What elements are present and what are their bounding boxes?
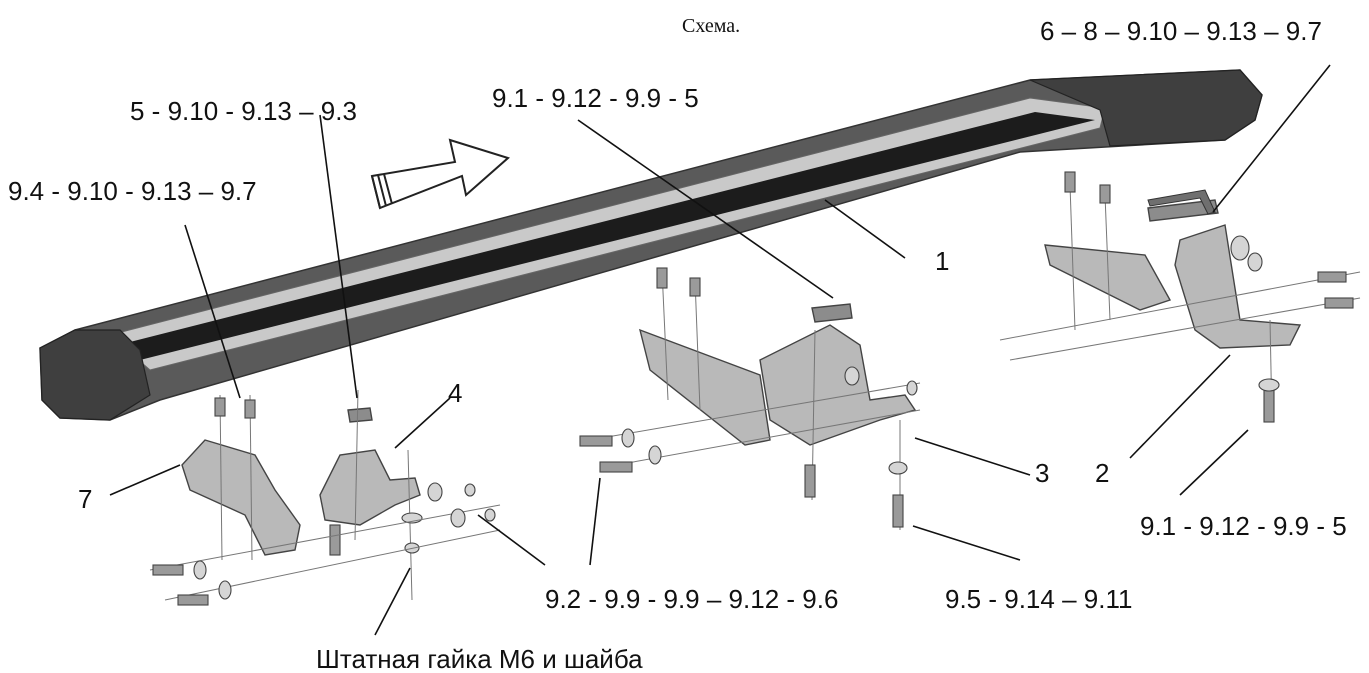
bracket-4 [319, 389, 423, 601]
diagram-title: Схема. [682, 15, 740, 37]
label-bottom-note: Штатная гайка М6 и шайба [316, 644, 643, 673]
label-bottom-center: 9.2 - 9.9 - 9.9 – 9.12 - 9.6 [545, 584, 838, 614]
label-part-7: 7 [78, 484, 92, 514]
label-top-center: 9.1 - 9.12 - 9.9 - 5 [492, 83, 699, 113]
label-part-1: 1 [935, 246, 949, 276]
direction-arrow [370, 138, 510, 210]
hex-key [1147, 189, 1216, 215]
label-top-right: 6 – 8 – 9.10 – 9.13 – 9.7 [1040, 16, 1322, 46]
label-bottom-right: 9.5 - 9.14 – 9.11 [945, 584, 1132, 614]
bracket-3 [579, 267, 921, 530]
label-part-2: 2 [1095, 458, 1109, 488]
bracket-7 [149, 394, 501, 606]
bracket-2 [999, 171, 1361, 423]
running-board [39, 69, 1263, 421]
label-right-lower: 9.1 - 9.12 - 9.9 - 5 [1140, 511, 1347, 541]
label-part-3: 3 [1035, 458, 1049, 488]
callout-lines [109, 64, 1331, 636]
label-top-left-upper: 5 - 9.10 - 9.13 – 9.3 [130, 96, 357, 126]
label-top-left: 9.4 - 9.10 - 9.13 – 9.7 [8, 176, 257, 206]
label-part-4: 4 [448, 378, 462, 408]
